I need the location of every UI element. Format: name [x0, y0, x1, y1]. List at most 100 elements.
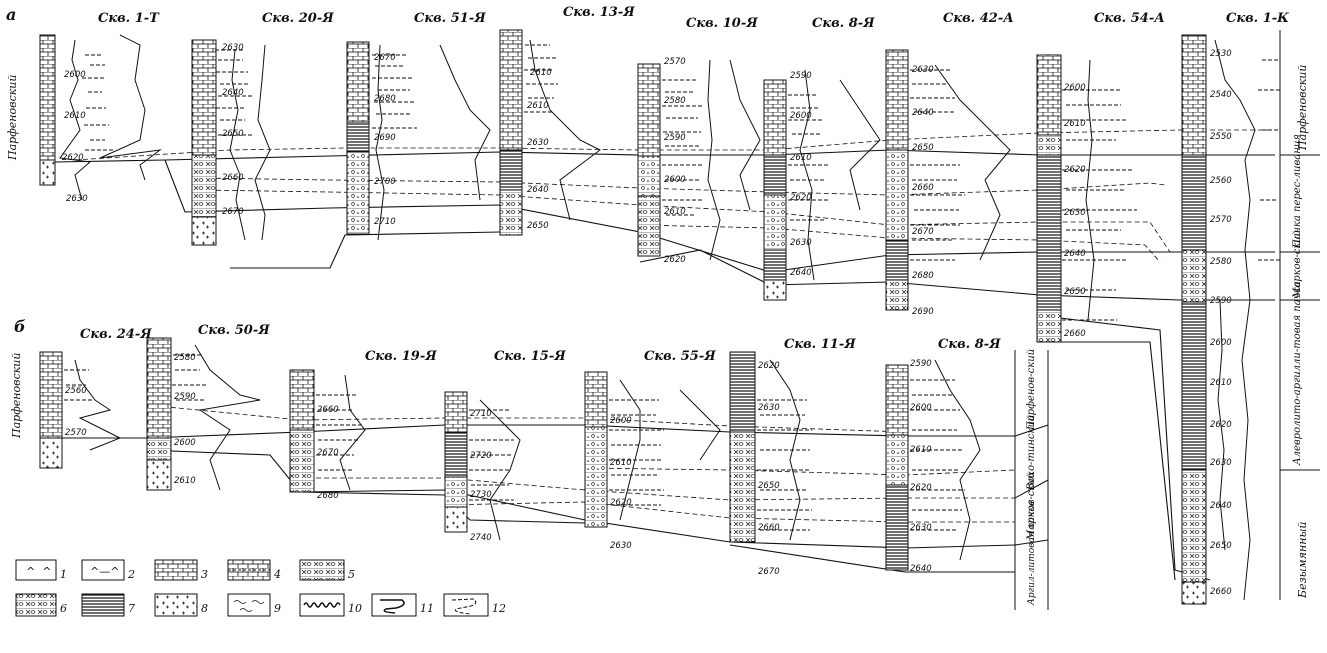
depth-label: 2660	[758, 523, 780, 533]
depth-label: 2650	[1064, 287, 1086, 297]
depth-label: 2600	[910, 403, 932, 413]
depth-label: 2600	[1210, 338, 1232, 348]
formation-label: Вохо-тинский	[1026, 415, 1037, 491]
legend-item-2: ^—^ 2	[81, 559, 135, 581]
svg-text:^ ^: ^ ^	[26, 565, 51, 578]
formation-label: Аргил-литовая пачка	[1027, 501, 1037, 606]
depth-label: 2620	[1210, 420, 1232, 430]
depth-label: 2610	[527, 101, 549, 111]
depth-label: 2670	[758, 567, 780, 577]
depth-label: 2710	[470, 409, 492, 419]
legend-item-7: 7	[81, 593, 135, 617]
right-formation-column-a: Парфеновский Пачка перес-ливания Марков-…	[1279, 30, 1320, 600]
depth-label: 2610	[664, 207, 686, 217]
depth-label: 2630	[910, 523, 932, 533]
legend-item-1: ^ ^ 1	[15, 559, 67, 581]
depth-label: 2580	[174, 353, 196, 363]
well-name: Скв. 8-Я	[938, 337, 1001, 352]
depth-label: 2660	[1210, 587, 1232, 597]
depth-labels-b: 2560 2570 2580 2590 2600 2610 2660 2670 …	[65, 353, 932, 577]
well-name: Скв. 11-Я	[784, 337, 856, 352]
formation-label: Парфенов-ский	[1026, 349, 1037, 431]
depth-label: 2630	[222, 43, 244, 53]
depth-label: 2740	[470, 533, 492, 543]
depth-label: 2680	[317, 491, 339, 501]
legend-number: 4	[273, 568, 281, 581]
depth-label: 2590	[910, 359, 932, 369]
log-dashes-b	[64, 354, 965, 531]
depth-label: 2610	[910, 445, 932, 455]
depth-label: 2620	[758, 361, 780, 371]
depth-label: 2620	[62, 153, 84, 163]
legend: ^ ^ 1 ^—^ 2 3 4 5 6 7	[15, 559, 506, 617]
legend-number: 11	[420, 602, 434, 615]
depth-label: 2570	[65, 428, 87, 438]
depth-label: 2670	[222, 207, 244, 217]
well-column-group	[39, 29, 1207, 605]
depth-label: 2730	[470, 490, 492, 500]
depth-label: 2630	[1210, 458, 1232, 468]
depth-label: 2640	[527, 185, 549, 195]
well-name: Скв. 20-Я	[262, 11, 334, 26]
depth-label: 2640	[912, 108, 934, 118]
well-name: Скв. 10-Я	[686, 16, 758, 31]
depth-label: 2720	[470, 451, 492, 461]
well-name: Скв. 15-Я	[494, 349, 566, 364]
log-dashes-a	[82, 44, 1280, 321]
depth-label: 2660	[912, 183, 934, 193]
depth-label: 2680	[912, 271, 934, 281]
legend-item-12: 12	[443, 593, 506, 617]
depth-label: 2620	[610, 498, 632, 508]
depth-label: 2570	[1210, 215, 1232, 225]
depth-label: 2620	[664, 255, 686, 265]
depth-label: 2610	[610, 458, 632, 468]
depth-label: 2630	[790, 238, 812, 248]
depth-label: 2560	[1210, 176, 1232, 186]
depth-label: 2550	[1210, 132, 1232, 142]
depth-label: 2690	[912, 307, 934, 317]
formation-label: Безымянный	[1296, 522, 1309, 600]
legend-number: 10	[348, 602, 362, 615]
well-name: Скв. 55-Я	[644, 349, 716, 364]
legend-number: 8	[201, 602, 208, 615]
legend-number: 9	[274, 602, 281, 615]
depth-label: 2630	[758, 403, 780, 413]
depth-label: 2650	[758, 481, 780, 491]
well-name: Скв. 24-Я	[80, 327, 152, 342]
depth-label: 2670	[374, 53, 396, 63]
legend-number: 2	[127, 568, 135, 581]
depth-label: 2590	[790, 71, 812, 81]
depth-label: 2600	[790, 111, 812, 121]
depth-label: 2600	[664, 175, 686, 185]
panel-label-a: а	[6, 5, 16, 24]
legend-item-8: 8	[154, 593, 208, 617]
depth-label: 2580	[664, 96, 686, 106]
left-formation-b: Парфеновский	[10, 353, 23, 439]
depth-label: 2620	[910, 483, 932, 493]
formation-label: Пачка перес-ливания	[1292, 134, 1303, 249]
depth-label: 2610	[790, 153, 812, 163]
log-curves-b	[74, 344, 981, 561]
log-curves-a	[59, 34, 1256, 601]
legend-number: 12	[492, 602, 506, 615]
left-formation-a: Парфеновский	[6, 75, 19, 161]
correlation-lines-a	[54, 129, 1275, 581]
well-name: Скв. 51-Я	[414, 11, 486, 26]
legend-item-6: 6	[15, 593, 67, 617]
depth-label: 2650	[912, 143, 934, 153]
depth-label: 2650	[222, 129, 244, 139]
legend-number: 7	[128, 602, 135, 615]
depth-label: 2590	[174, 392, 196, 402]
legend-item-4: 4	[227, 559, 281, 581]
well-column-group	[39, 337, 909, 571]
depth-label: 2640	[1210, 501, 1232, 511]
depth-label: 2660	[222, 173, 244, 183]
depth-label: 2620	[790, 193, 812, 203]
depth-label: 2540	[1210, 90, 1232, 100]
right-formation-column-b: Парфенов-ский Вохо-тинский Марков-ский А…	[1014, 349, 1049, 610]
depth-label: 2640	[910, 564, 932, 574]
svg-text:^—^: ^—^	[90, 565, 119, 578]
depth-label: 2600	[64, 70, 86, 80]
depth-label: 2710	[374, 217, 396, 227]
